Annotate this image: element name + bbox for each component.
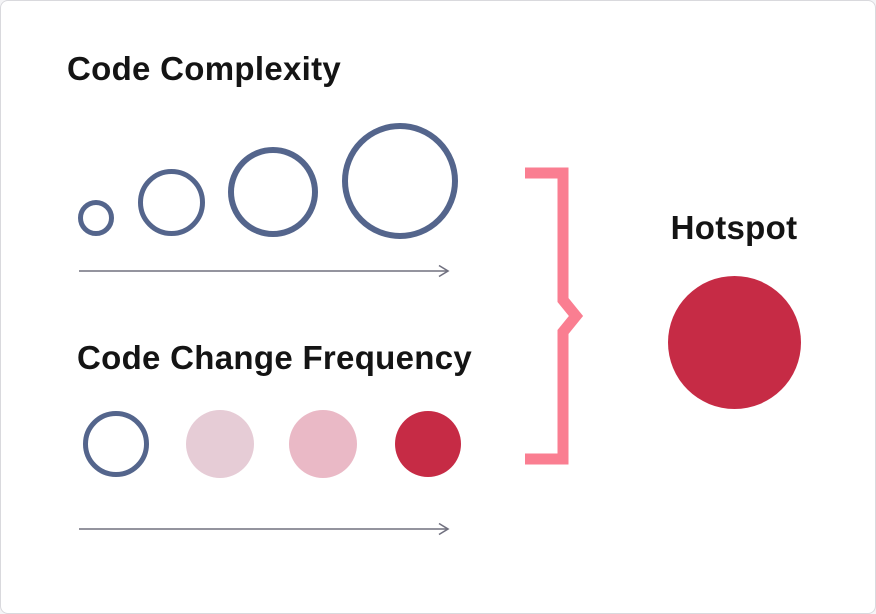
frequency-circle-1 xyxy=(83,411,149,477)
frequency-circle-2 xyxy=(186,410,254,478)
hotspot-title: Hotspot xyxy=(670,209,798,246)
frequency-circle-3 xyxy=(289,410,357,478)
frequency-circle-4 xyxy=(395,411,461,477)
complexity-circle-3 xyxy=(228,147,318,237)
complexity-circle-2 xyxy=(138,169,205,236)
complexity-circle-4 xyxy=(342,123,458,239)
code-complexity-title: Code Complexity xyxy=(67,50,342,87)
hotspot-circle xyxy=(668,276,801,409)
frequency-axis-arrow-right-icon xyxy=(79,522,450,536)
brace-icon xyxy=(525,167,584,465)
complexity-circle-1 xyxy=(78,200,114,236)
code-change-frequency-title: Code Change Frequency xyxy=(77,339,473,376)
complexity-axis-arrow-right-icon xyxy=(79,264,450,278)
